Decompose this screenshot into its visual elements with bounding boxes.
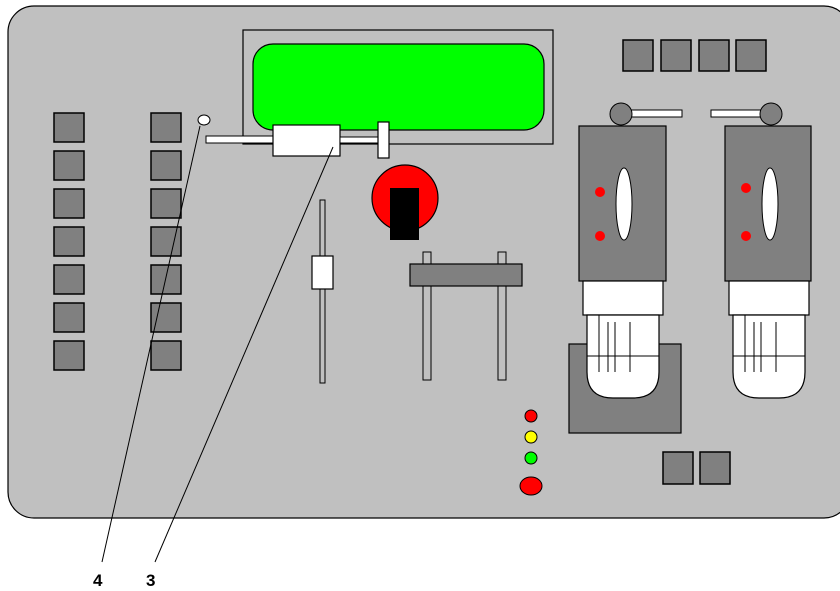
status-leds	[519, 409, 543, 496]
keypad-left-key[interactable]	[53, 302, 85, 333]
syringe-needle	[205, 135, 275, 144]
top-right-key[interactable]	[622, 39, 654, 72]
display-screen	[252, 43, 545, 131]
lever-left[interactable]	[609, 102, 683, 126]
cartridge-slot-left	[568, 125, 682, 434]
rack-post-right	[497, 251, 507, 381]
slider-handle[interactable]	[311, 255, 334, 290]
keypad-left-key[interactable]	[53, 264, 85, 295]
slot-left-collar	[582, 280, 664, 316]
status-led-red	[524, 409, 538, 423]
keypad-left-key[interactable]	[53, 112, 85, 143]
keypad-center-key[interactable]	[150, 150, 182, 181]
syringe-assembly	[205, 121, 390, 159]
lever-right-knob	[759, 102, 783, 126]
top-right-key[interactable]	[660, 39, 692, 72]
callout-line-3	[154, 146, 334, 563]
keypad-center-key[interactable]	[150, 112, 182, 143]
cartridge-slot-right	[724, 125, 812, 399]
rack-gantry	[409, 251, 523, 381]
top-right-keys	[622, 39, 767, 72]
slot-left-window	[615, 167, 633, 241]
keypad-left-key[interactable]	[53, 226, 85, 257]
status-led-green	[524, 451, 538, 465]
lever-left-knob	[609, 102, 633, 126]
emergency-stop-button[interactable]	[371, 164, 439, 240]
syringe-barrel	[272, 124, 341, 157]
slot-left-led-bottom	[595, 231, 605, 241]
top-right-key[interactable]	[735, 39, 767, 72]
keypad-center-key[interactable]	[150, 188, 182, 219]
rack-post-left	[422, 251, 432, 381]
bottom-right-key[interactable]	[662, 451, 694, 485]
callout-line-4	[101, 125, 201, 563]
emergency-stop-plunger	[390, 188, 419, 240]
keypad-center-key[interactable]	[150, 302, 182, 333]
slot-right-window	[761, 167, 779, 241]
bottom-right-key[interactable]	[699, 451, 731, 485]
callout-label-3: 3	[146, 571, 155, 590]
slider-track	[319, 199, 326, 384]
slot-right-led-top	[741, 183, 751, 193]
keypad-left	[53, 112, 85, 371]
slot-right-led-bottom	[741, 231, 751, 241]
vertical-slider	[311, 199, 334, 384]
lever-right[interactable]	[710, 102, 783, 126]
keypad-center	[150, 112, 182, 371]
indicator-dot	[197, 114, 211, 126]
status-led-yellow	[524, 430, 538, 444]
slot-left-led-top	[595, 187, 605, 197]
top-right-key[interactable]	[698, 39, 730, 72]
keypad-left-key[interactable]	[53, 150, 85, 181]
rack-crossbar	[409, 263, 523, 287]
callout-label-4: 4	[93, 571, 103, 590]
syringe-plunger-head	[377, 121, 390, 159]
keypad-left-key[interactable]	[53, 340, 85, 371]
keypad-left-key[interactable]	[53, 188, 85, 219]
status-button-red[interactable]	[519, 476, 543, 496]
bottom-right-keys	[662, 451, 731, 485]
syringe-rod	[339, 136, 381, 144]
slot-right-collar	[728, 280, 810, 316]
keypad-center-key[interactable]	[150, 340, 182, 371]
